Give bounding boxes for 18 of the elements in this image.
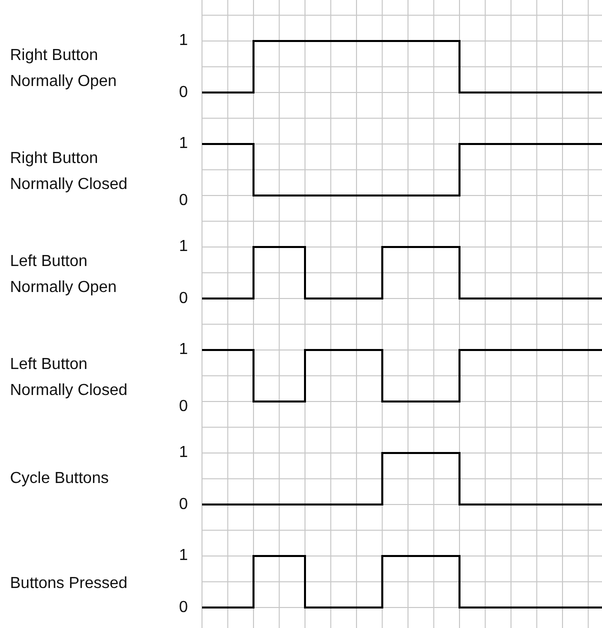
level-label: 0 [179,494,188,515]
level-label: 0 [179,598,188,618]
level-label: 1 [179,31,188,52]
level-label: 1 [179,443,188,464]
signal-name: Cycle Buttons [10,468,110,489]
level-label: 1 [179,546,188,566]
level-label: 0 [179,82,188,103]
level-label: 1 [179,237,188,258]
level-label: 0 [179,190,188,211]
level-label: 1 [179,134,188,154]
level-label: 1 [179,340,188,360]
signal-name: Buttons Pressed [10,574,128,594]
signal-name: Left Button Normally Closed [10,354,128,401]
level-label: 0 [179,288,188,309]
signal-name: Right Button Normally Closed [10,148,128,195]
level-label: 0 [179,396,188,417]
signal-name: Left Button Normally Open [10,252,118,298]
signal-name: Right Button Normally Open [10,46,118,92]
